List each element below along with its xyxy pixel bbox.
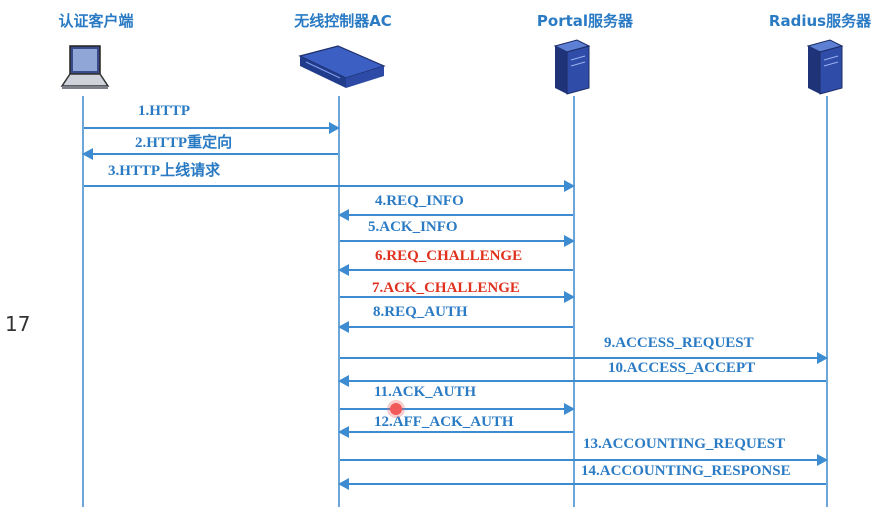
message-label: 12.AFF_ACK_AUTH: [374, 414, 514, 430]
message-arrow: [338, 321, 573, 333]
message-label: 3.HTTP上线请求: [108, 163, 221, 179]
message-label: 1.HTTP: [138, 103, 191, 119]
actor-title-radius: Radius服务器: [768, 12, 872, 30]
lifeline-client: [82, 96, 84, 507]
laptop-icon: [60, 45, 110, 89]
actor-title-ac: 无线控制器AC: [294, 12, 392, 30]
server-icon: [553, 39, 591, 95]
lifeline-radius: [826, 96, 828, 507]
message-arrow: [338, 264, 573, 276]
side-mark: 17: [5, 312, 31, 336]
actor-title-portal: Portal服务器: [536, 12, 634, 30]
message-arrow: [82, 148, 338, 160]
message-label: 14.ACCOUNTING_RESPONSE: [581, 463, 791, 479]
message-label: 5.ACK_INFO: [368, 219, 458, 235]
pointer-marker: [390, 403, 402, 415]
message-label: 8.REQ_AUTH: [373, 304, 468, 320]
lifeline-ac: [338, 96, 340, 507]
message-arrow: [338, 209, 573, 221]
actor-title-client: 认证客户端: [58, 12, 134, 30]
message-arrow: [340, 352, 828, 364]
message-arrow: [340, 454, 828, 466]
message-label: 9.ACCESS_REQUEST: [604, 335, 754, 351]
message-label: 2.HTTP重定向: [135, 135, 233, 151]
message-arrow: [340, 291, 575, 303]
message-label: 7.ACK_CHALLENGE: [372, 280, 520, 296]
message-arrow: [338, 478, 826, 490]
message-arrow: [340, 235, 575, 247]
server-icon: [806, 39, 844, 95]
message-label: 6.REQ_CHALLENGE: [375, 248, 523, 264]
message-label: 4.REQ_INFO: [375, 193, 464, 209]
message-arrow: [84, 122, 340, 134]
message-arrow: [340, 403, 575, 415]
message-arrow: [338, 375, 826, 387]
router-icon: [298, 45, 386, 88]
message-label: 10.ACCESS_ACCEPT: [608, 360, 756, 376]
message-arrow: [84, 180, 575, 192]
message-label: 13.ACCOUNTING_REQUEST: [583, 436, 786, 452]
message-label: 11.ACK_AUTH: [374, 384, 477, 400]
message-arrow: [338, 426, 573, 438]
